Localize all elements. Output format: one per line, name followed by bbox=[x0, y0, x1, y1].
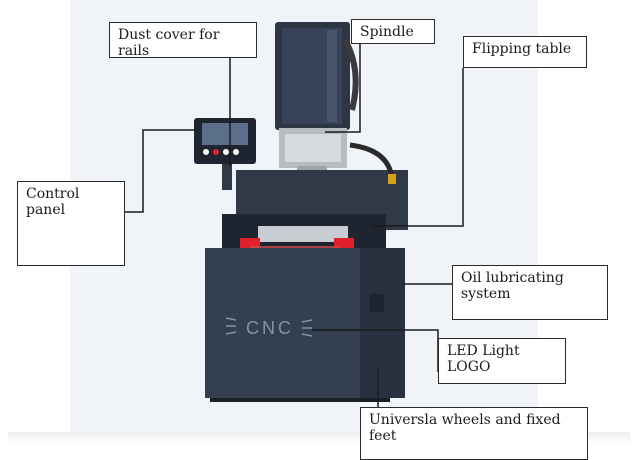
spindle-label: Spindle bbox=[351, 19, 435, 44]
control-panel-label: Control panel bbox=[17, 181, 125, 266]
led-logo-label: LED Light LOGO bbox=[438, 338, 566, 384]
control-panel-unit bbox=[194, 118, 256, 190]
oil-lubricating-label: Oil lubricating system bbox=[452, 265, 608, 320]
dust-cover-label: Dust cover for rails bbox=[109, 22, 257, 58]
leader-spindle bbox=[325, 44, 361, 133]
flipping-table-label: Flipping table bbox=[463, 36, 587, 68]
cnc-logo-text: CNC bbox=[246, 318, 294, 338]
wheels-label: Universla wheels and fixed feet bbox=[360, 407, 588, 460]
cnc-logo: CNC bbox=[225, 317, 313, 338]
leader-flipping-table bbox=[372, 68, 464, 227]
spindle-column bbox=[275, 22, 359, 186]
lower-cabinet bbox=[205, 248, 405, 402]
